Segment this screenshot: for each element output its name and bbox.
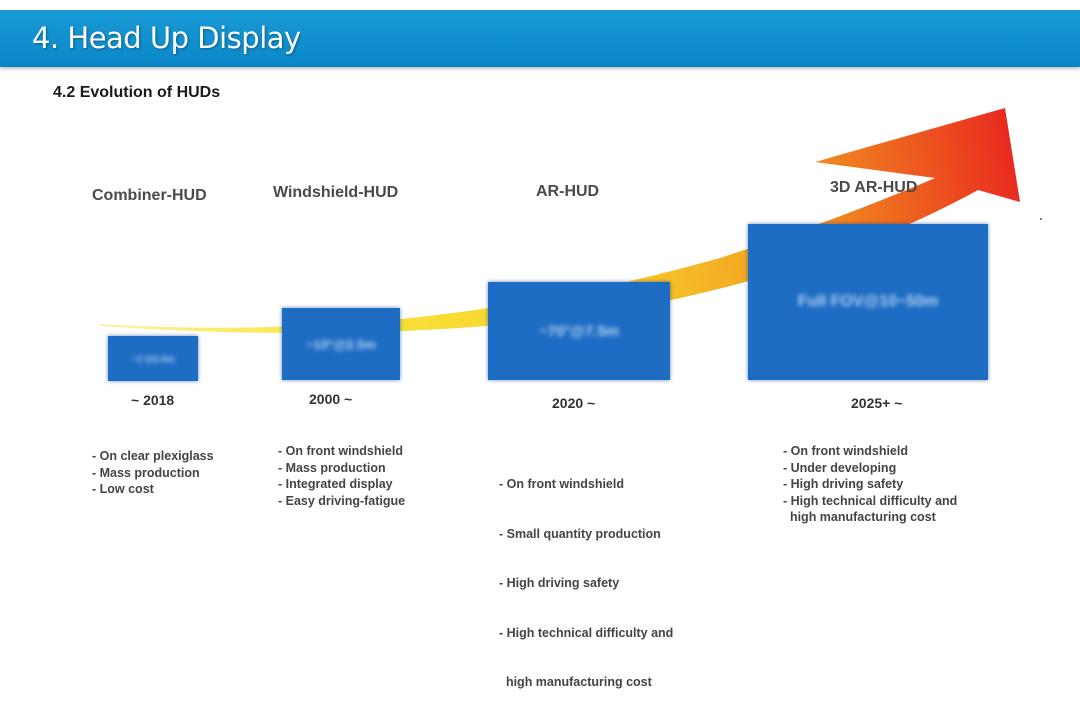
feature-list-windshield-hud: - On front windshield - Mass production … — [278, 443, 405, 509]
fov-box-ar-hud: ~70°@7.5m — [488, 282, 670, 380]
stage-title-3d-ar-hud: 3D AR-HUD — [830, 179, 918, 196]
year-ar-hud: 2020 ~ — [552, 395, 596, 411]
year-3d-ar-hud: 2025+ ~ — [851, 395, 903, 411]
header-bar: 4. Head Up Display — [0, 10, 1080, 67]
stage-title-combiner-hud: Combiner-HUD — [92, 187, 207, 204]
feature-item: - On front windshield — [278, 444, 403, 458]
feature-item: - Mass production — [92, 465, 200, 480]
feature-item: high manufacturing cost — [499, 675, 652, 689]
fov-box-windshield-hud: ~10°@2.5m — [282, 308, 400, 380]
fov-label: ~70°@7.5m — [538, 322, 620, 340]
stray-dot — [1040, 218, 1042, 220]
year-combiner-hud: ~ 2018 — [131, 392, 175, 408]
evolution-arrow — [100, 108, 1020, 334]
stage-title-windshield-hud: Windshield-HUD — [273, 184, 399, 201]
arrow-shape — [100, 108, 1020, 334]
feature-item: - Low cost — [92, 482, 154, 496]
feature-item: - Under developing — [783, 460, 897, 475]
feature-item: - On front windshield — [783, 444, 908, 458]
feature-item: - Easy driving-fatigue — [278, 493, 406, 508]
fov-box-combiner-hud: ~1°@2.0m — [108, 336, 198, 381]
page-title: 4. Head Up Display — [32, 21, 301, 55]
fov-box-3d-ar-hud: Full FOV@10~50m — [748, 224, 988, 380]
feature-item: - On clear plexiglass — [92, 449, 214, 463]
feature-list-ar-hud: - On front windshield - Small quantity p… — [499, 443, 673, 707]
feature-item: - High technical difficulty and — [499, 625, 674, 640]
feature-item: - High technical difficulty and — [783, 493, 958, 508]
fov-label: ~10°@2.5m — [306, 336, 376, 352]
feature-item: - High driving safety — [783, 477, 904, 491]
feature-item: high manufacturing cost — [783, 510, 936, 524]
fov-label: Full FOV@10~50m — [797, 293, 939, 310]
feature-item: - Small quantity production — [499, 526, 661, 541]
section-subtitle: 4.2 Evolution of HUDs — [53, 84, 221, 101]
fov-label: ~1°@2.0m — [131, 353, 175, 364]
feature-list-combiner-hud: - On clear plexiglass - Mass production … — [92, 448, 214, 498]
feature-item: - On front windshield — [499, 477, 624, 491]
feature-item: - Mass production — [278, 460, 386, 475]
feature-list-3d-ar-hud: - On front windshield - Under developing… — [783, 443, 957, 526]
stage-title-ar-hud: AR-HUD — [536, 183, 600, 200]
feature-item: - High driving safety — [499, 576, 620, 590]
feature-item: - Integrated display — [278, 477, 393, 491]
year-windshield-hud: 2000 ~ — [309, 391, 353, 407]
